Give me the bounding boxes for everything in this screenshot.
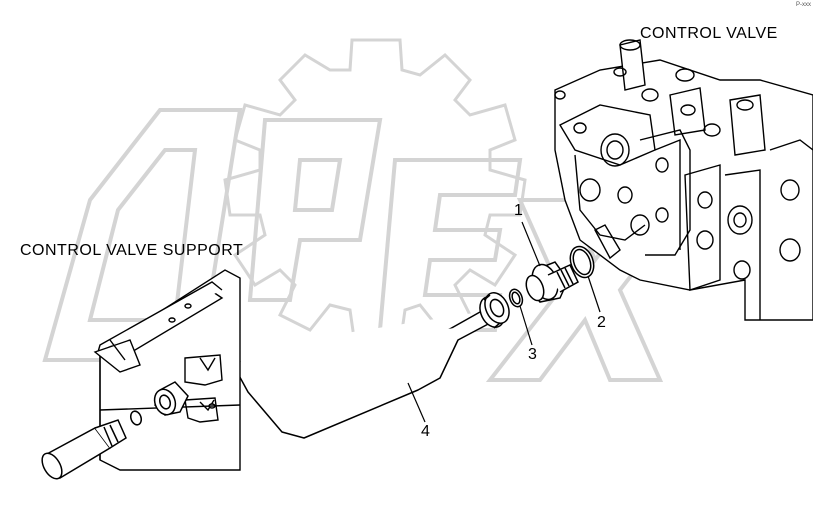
part-1-connector bbox=[525, 261, 579, 303]
leader-1 bbox=[521, 221, 541, 267]
part-4-tube bbox=[215, 292, 510, 439]
control-valve-assembly bbox=[554, 39, 813, 321]
callout-2: 2 bbox=[597, 314, 606, 331]
leader-4 bbox=[407, 382, 426, 423]
support-fittings bbox=[41, 381, 189, 480]
part-2-o-ring bbox=[569, 245, 595, 279]
corner-mark: P-xxx bbox=[796, 2, 811, 8]
leader-2 bbox=[587, 275, 601, 313]
part-3-o-ring bbox=[508, 288, 524, 308]
watermark-letters bbox=[42, 108, 695, 382]
control-valve-label: CONTROL VALVE bbox=[640, 25, 778, 42]
callout-1: 1 bbox=[514, 202, 523, 219]
callout-4: 4 bbox=[421, 423, 430, 440]
control-valve-support-label: CONTROL VALVE SUPPORT bbox=[20, 242, 244, 259]
control-valve-support bbox=[93, 269, 241, 471]
leader-3 bbox=[519, 305, 533, 346]
callout-3: 3 bbox=[528, 346, 537, 363]
watermark bbox=[42, 38, 695, 382]
leader-lines bbox=[407, 221, 601, 423]
